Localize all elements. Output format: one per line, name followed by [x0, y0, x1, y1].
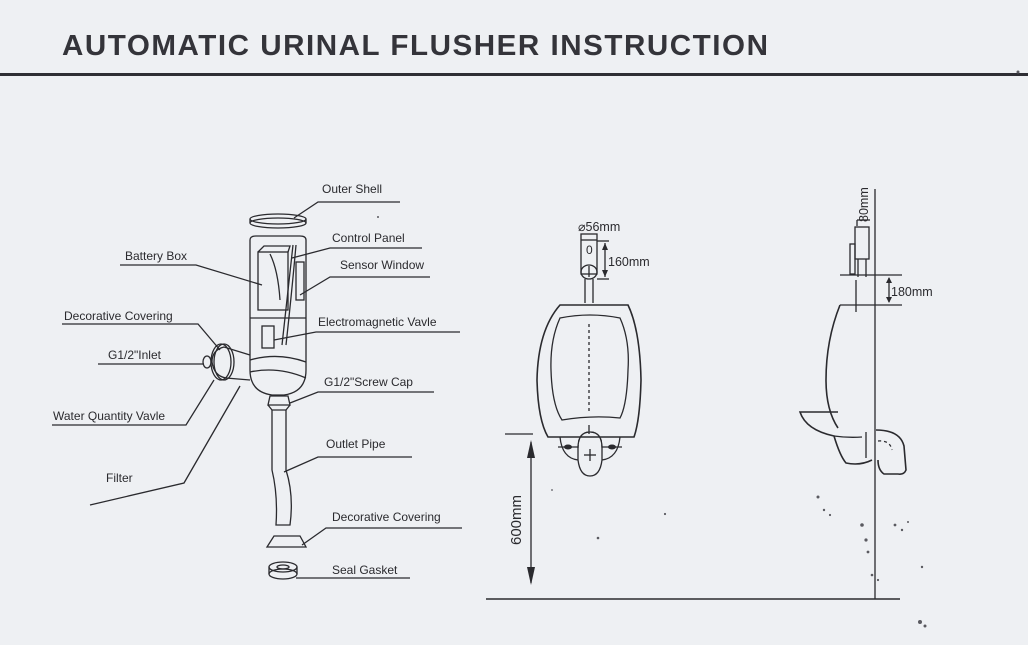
callout-electromagnetic-valve: Electromagnetic Vavle: [273, 315, 460, 341]
label-decorative-covering-bottom: Decorative Covering: [332, 510, 441, 524]
dim-unit-depth: 80mm: [857, 187, 871, 222]
callout-filter: Filter: [89, 385, 241, 506]
callout-water-quantity-valve: Water Quantity Vavle: [52, 379, 215, 426]
urinal-front-view: 0 ⌀56mm 160mm: [486, 220, 900, 600]
label-screw-cap: G1/2"Screw Cap: [324, 375, 413, 389]
callout-inlet: G1/2"Inlet: [98, 348, 204, 365]
callout-decorative-covering-top: Decorative Covering: [62, 309, 221, 351]
dim-diameter: ⌀56mm: [578, 220, 620, 234]
title-divider: [0, 73, 1028, 76]
callout-outlet-pipe: Outlet Pipe: [283, 437, 412, 473]
decorative-covering-bottom-drawing: [265, 535, 308, 548]
svg-text:0: 0: [586, 243, 593, 257]
dim-mount-height: 600mm: [508, 495, 525, 545]
label-outlet-pipe: Outlet Pipe: [326, 437, 386, 451]
label-control-panel: Control Panel: [332, 231, 405, 245]
callout-control-panel: Control Panel: [291, 231, 422, 259]
label-sensor-window: Sensor Window: [340, 258, 424, 272]
label-electromagnetic-valve: Electromagnetic Vavle: [318, 315, 437, 329]
callout-sensor-window: Sensor Window: [299, 258, 430, 296]
outlet-pipe-drawing: [271, 410, 292, 526]
label-seal-gasket: Seal Gasket: [332, 563, 398, 577]
callout-seal-gasket: Seal Gasket: [296, 563, 410, 579]
label-filter: Filter: [106, 471, 133, 485]
flusher-exploded-view: Outer Shell Control Panel Battery Box Se…: [52, 182, 462, 580]
scan-noise: [377, 70, 1020, 628]
label-inlet: G1/2"Inlet: [108, 348, 162, 362]
callout-screw-cap: G1/2"Screw Cap: [289, 375, 434, 404]
outer-shell-cap: [249, 213, 307, 229]
urinal-side-view: 80mm 180mm: [798, 187, 933, 599]
label-battery-box: Battery Box: [125, 249, 187, 263]
label-outer-shell: Outer Shell: [322, 182, 382, 196]
flusher-body: [202, 235, 307, 411]
dim-gap-height: 180mm: [891, 285, 933, 299]
callout-battery-box: Battery Box: [120, 249, 263, 286]
label-decorative-covering-top: Decorative Covering: [64, 309, 173, 323]
label-water-quantity-valve: Water Quantity Vavle: [53, 409, 165, 423]
page-title: AUTOMATIC URINAL FLUSHER INSTRUCTION: [62, 30, 770, 62]
callout-outer-shell: Outer Shell: [293, 182, 400, 219]
callout-decorative-covering-bottom: Decorative Covering: [301, 510, 462, 546]
seal-gasket-drawing: [268, 561, 298, 580]
dim-unit-height: 160mm: [608, 255, 650, 269]
